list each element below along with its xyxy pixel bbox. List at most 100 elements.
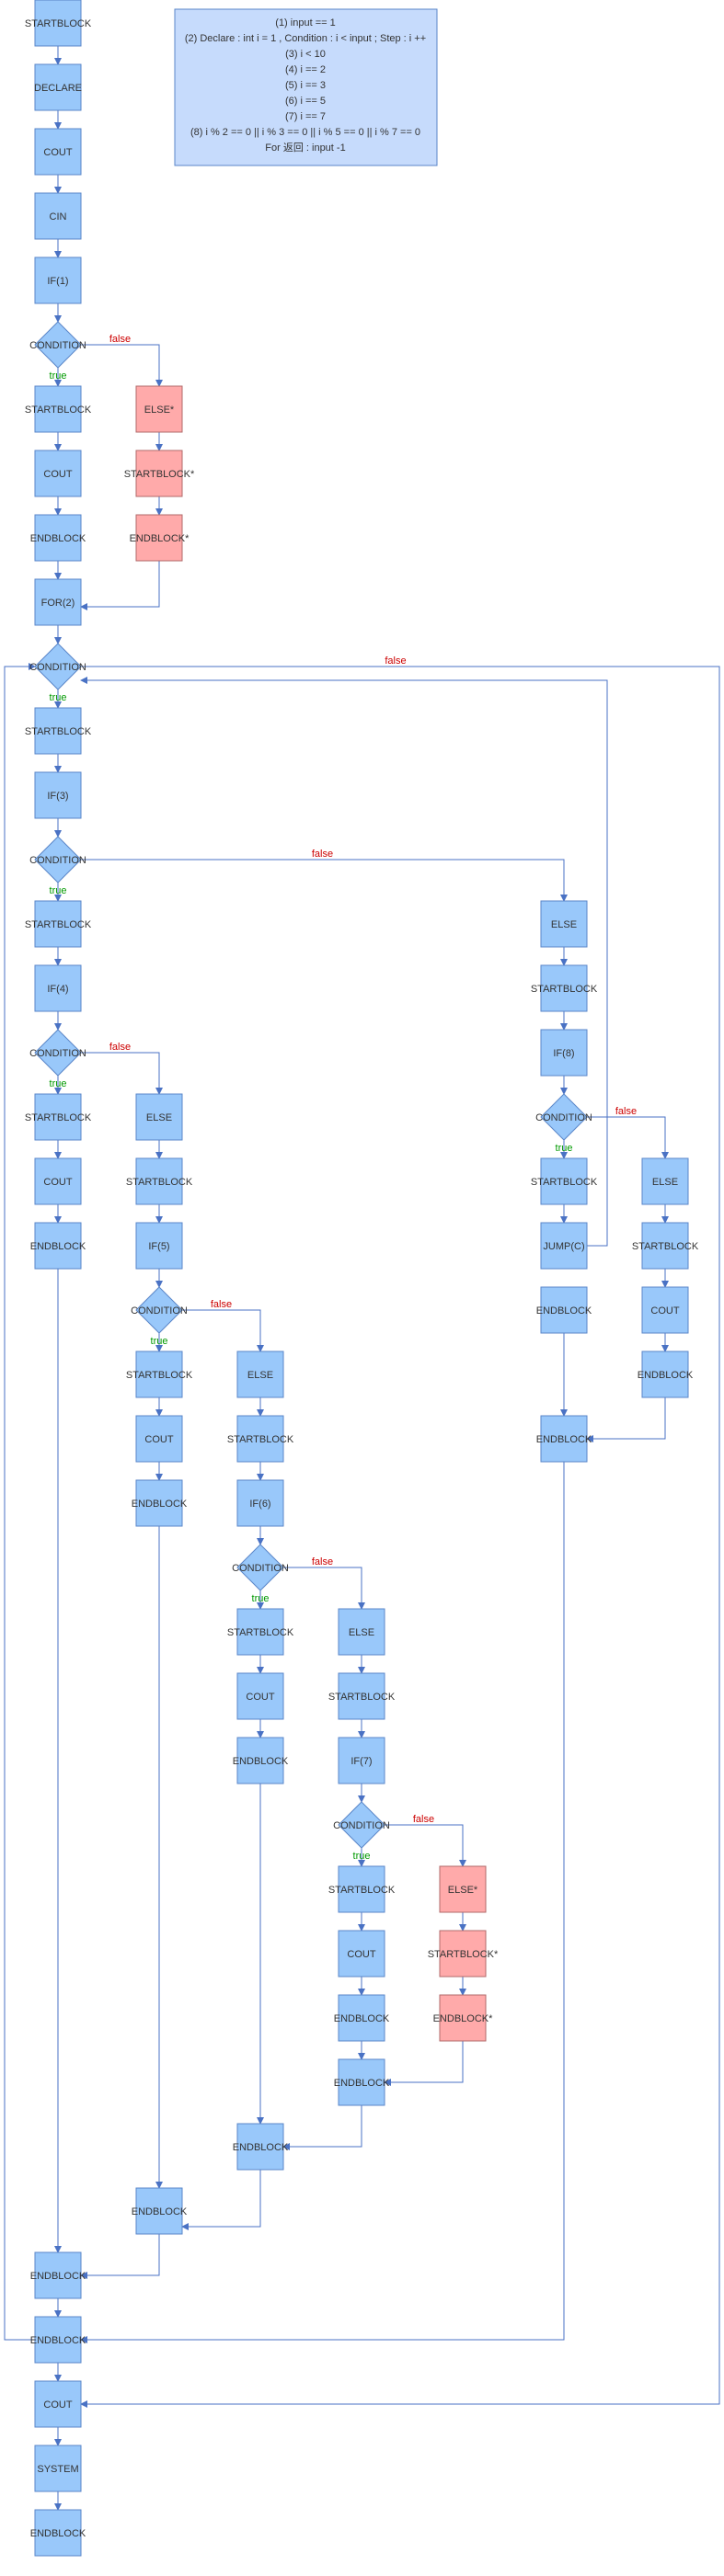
startblock-node-n40	[540, 964, 588, 1012]
node-label-n20: STARTBLOCK	[126, 1370, 193, 1381]
true-label-d5: true	[151, 1336, 168, 1347]
edge-n49-n50	[80, 1462, 565, 2343]
node-label-n47: COUT	[650, 1305, 679, 1316]
node-label-n2: DECLARE	[34, 83, 82, 94]
condition-node-d4	[34, 1029, 82, 1077]
node-label-n38: ENDBLOCK	[30, 2271, 86, 2282]
cout-node-n7	[34, 450, 82, 497]
node-label-n4: CIN	[50, 211, 67, 222]
edge-jump-loop	[80, 677, 608, 1247]
endblock-node-n50	[34, 2316, 82, 2364]
edge-n48-n49	[586, 1397, 666, 1442]
node-label-n45: ELSE	[652, 1177, 678, 1188]
node-label-n43: JUMP(C)	[543, 1241, 584, 1252]
false-edge-d7	[385, 1824, 466, 1867]
node-label-d5: CONDITION	[131, 1305, 188, 1316]
endblock-node-n48	[641, 1351, 689, 1398]
startblock-node-n32	[338, 1865, 385, 1913]
startblock-node-n46	[641, 1222, 689, 1270]
true-label-d2: true	[50, 692, 67, 703]
else-node-n17	[135, 1093, 183, 1141]
startblock-node-n24	[236, 1415, 284, 1463]
true-label-d1: true	[50, 370, 67, 382]
if-6-node-n25	[236, 1479, 284, 1527]
node-label-n27: COUT	[246, 1692, 274, 1703]
if-1-node-n5	[34, 256, 82, 304]
node-label-n3: COUT	[43, 147, 72, 158]
node-label-n42: STARTBLOCK	[531, 1177, 598, 1188]
note-line: (2) Declare : int i = 1 , Condition : i …	[185, 33, 426, 44]
condition-node-d3	[34, 836, 82, 883]
node-label-n37: ENDBLOCK	[132, 2206, 188, 2217]
if-5-node-n19	[135, 1222, 183, 1270]
false-label-d7: false	[413, 1814, 434, 1825]
if-7-node-n31	[338, 1737, 385, 1784]
startblock-node-p5	[439, 1930, 487, 1978]
startblock-node-n30	[338, 1672, 385, 1720]
node-label-n17: ELSE	[146, 1112, 172, 1123]
if-4-node-n13	[34, 964, 82, 1012]
node-label-n7: COUT	[43, 469, 72, 480]
else-node-n23	[236, 1351, 284, 1398]
endblock-node-n28	[236, 1737, 284, 1784]
node-label-n33: COUT	[347, 1949, 375, 1960]
node-label-n46: STARTBLOCK	[632, 1241, 699, 1252]
else-node-p1	[135, 385, 183, 433]
condition-node-d1	[34, 321, 82, 369]
cout-node-n51	[34, 2380, 82, 2428]
true-label-d8: true	[556, 1143, 573, 1154]
condition-node-d6	[236, 1544, 284, 1591]
condition-node-d2	[34, 643, 82, 690]
node-label-n1: STARTBLOCK	[25, 18, 92, 29]
jump-c-node-n43	[540, 1222, 588, 1270]
note-line: (5) i == 3	[285, 80, 326, 91]
startblock-node-n1	[34, 0, 82, 47]
endblock-node-p6	[439, 1994, 487, 2042]
false-edge-d2	[80, 666, 720, 2408]
node-label-d7: CONDITION	[333, 1820, 390, 1831]
node-label-p2: STARTBLOCK*	[124, 469, 195, 480]
node-label-n50: ENDBLOCK	[30, 2335, 86, 2346]
startblock-node-n6	[34, 385, 82, 433]
node-label-n29: ELSE	[349, 1627, 374, 1638]
endblock-node-p3	[135, 514, 183, 562]
endblock-node-n44	[540, 1286, 588, 1334]
edge-n35-n36	[282, 2105, 362, 2150]
node-label-n53: ENDBLOCK	[30, 2528, 86, 2539]
startblock-node-n12	[34, 900, 82, 948]
false-edge-d6	[283, 1567, 365, 1610]
note-line: (4) i == 2	[285, 64, 326, 75]
node-label-p1: ELSE*	[144, 405, 175, 416]
startblock-node-n14	[34, 1093, 82, 1141]
node-label-p5: STARTBLOCK*	[428, 1949, 499, 1960]
node-label-n22: ENDBLOCK	[132, 1499, 188, 1510]
endblock-node-n38	[34, 2251, 82, 2299]
node-label-d1: CONDITION	[29, 340, 86, 351]
note-line: (8) i % 2 == 0 || i % 3 == 0 || i % 5 ==…	[190, 127, 420, 138]
true-label-d3: true	[50, 885, 67, 896]
else-node-p4	[439, 1865, 487, 1913]
true-label-d6: true	[252, 1593, 270, 1604]
endblock-node-n35	[338, 2058, 385, 2106]
cout-node-n15	[34, 1157, 82, 1205]
node-label-d3: CONDITION	[29, 855, 86, 866]
node-label-n40: STARTBLOCK	[531, 984, 598, 995]
false-edge-d3	[81, 859, 568, 902]
system-node-n52	[34, 2445, 82, 2492]
false-label-d3: false	[312, 849, 333, 860]
false-edge-d1	[81, 344, 163, 387]
cout-node-n47	[641, 1286, 689, 1334]
startblock-node-n26	[236, 1608, 284, 1656]
note-line: (7) i == 7	[285, 111, 326, 122]
condition-node-d5	[135, 1286, 183, 1334]
note-line: For 返回 : input -1	[265, 142, 345, 154]
node-label-p3: ENDBLOCK*	[130, 533, 190, 544]
startblock-node-n20	[135, 1351, 183, 1398]
cout-node-n3	[34, 128, 82, 176]
for-2-node-n9	[34, 578, 82, 626]
node-label-n30: STARTBLOCK	[328, 1692, 396, 1703]
node-label-p4: ELSE*	[448, 1885, 478, 1896]
conditions-note-box	[174, 8, 438, 166]
node-label-n35: ENDBLOCK	[334, 2078, 390, 2089]
